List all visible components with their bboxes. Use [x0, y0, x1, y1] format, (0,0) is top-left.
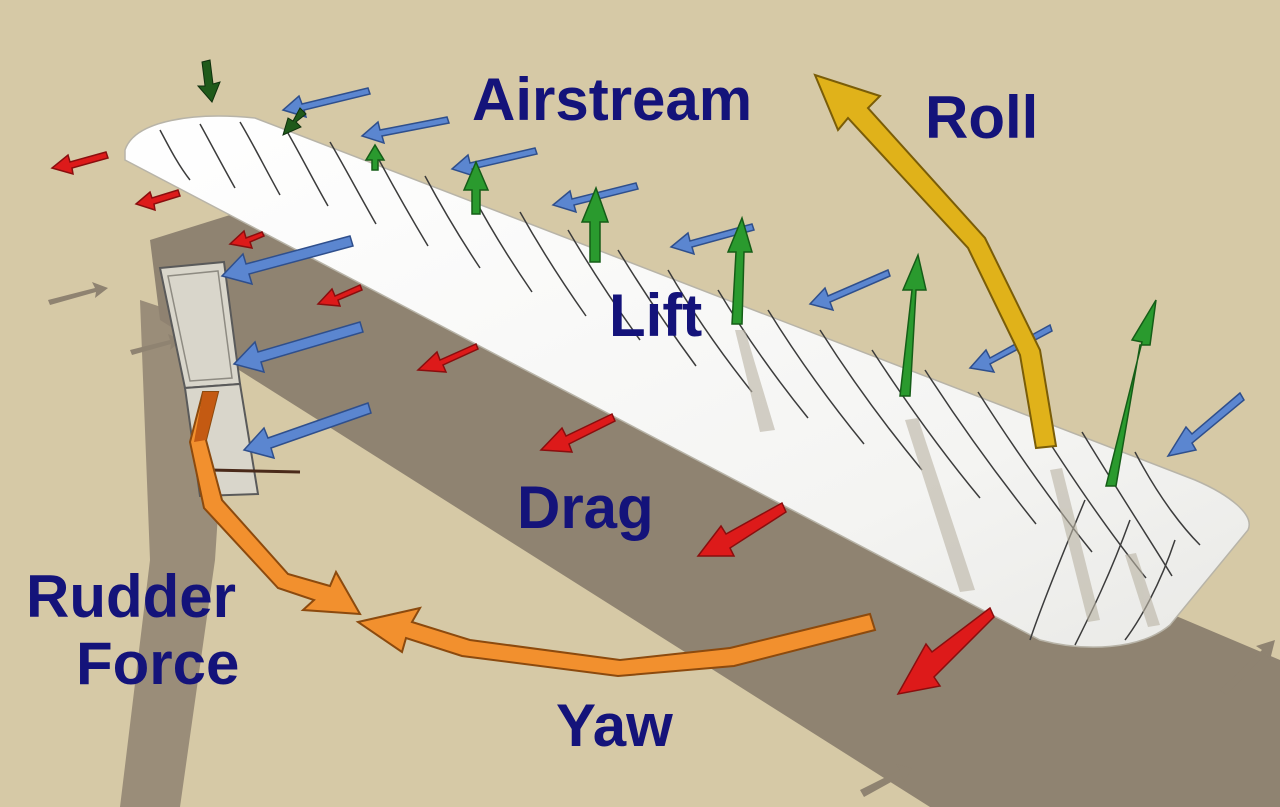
drag-label: Drag [517, 474, 654, 541]
yaw-arrow [355, 606, 877, 678]
lift-arrow [899, 252, 927, 397]
drag-arrow [134, 189, 181, 212]
ground-shadow-arrows [48, 282, 1275, 797]
drag-arrow [539, 412, 616, 453]
drag-arrows [50, 151, 995, 696]
airstream-arrow [232, 321, 364, 374]
airstream-arrow [281, 87, 371, 119]
downwash-arrow [196, 59, 221, 103]
airstream-arrow [808, 268, 891, 312]
airstream-arrow [450, 147, 538, 178]
drag-arrow [50, 151, 109, 176]
lift-arrow [364, 143, 386, 171]
drag-arrow [896, 606, 995, 696]
lift-arrow [726, 215, 754, 325]
yaw-label: Yaw [556, 692, 673, 759]
lift-arrow [1105, 299, 1157, 487]
drag-arrow [316, 284, 363, 307]
roll-arrow [813, 73, 1058, 450]
wing [124, 115, 1250, 648]
airstream-arrows [220, 87, 1245, 460]
roll-label: Roll [925, 84, 1039, 151]
rudder-force-label-line2: Force [76, 630, 240, 697]
lift-arrow [462, 160, 490, 215]
airstream-arrow [360, 116, 450, 145]
drag-arrow [416, 342, 479, 373]
lift-arrow [580, 185, 610, 263]
airstream-label: Airstream [472, 66, 753, 133]
lift-label: Lift [609, 282, 703, 349]
airstream-arrow [1166, 391, 1245, 458]
wing-surface-shadows [735, 330, 1160, 627]
downwash-arrows [196, 59, 307, 136]
downwash-arrow [282, 107, 307, 136]
airstream-arrow [242, 402, 372, 460]
wing-ribs [159, 121, 1201, 646]
rudder-force-arrow [188, 391, 362, 616]
airstream-arrow [220, 235, 354, 286]
drag-arrow [228, 229, 266, 249]
rudder-force-label-line1: Rudder [26, 563, 236, 630]
lift-arrows [364, 143, 1157, 487]
drag-arrow [696, 501, 787, 557]
